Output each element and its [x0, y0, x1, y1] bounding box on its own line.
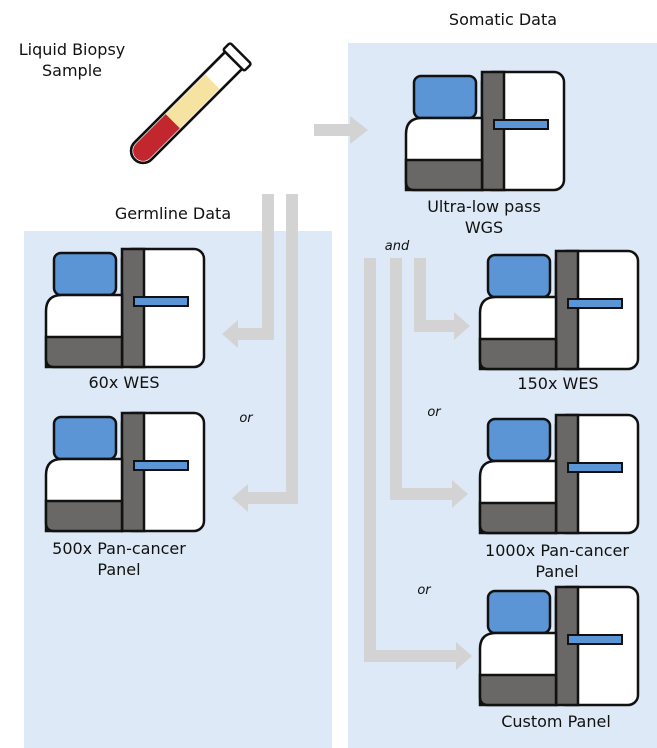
- germline-item-1-line1: 60x WES: [88, 373, 160, 392]
- sample-title-line2: Sample: [42, 61, 102, 80]
- germline-connectors: [222, 194, 298, 512]
- somatic-item-1-line1: 150x WES: [517, 374, 599, 393]
- somatic-or-connector-2: or: [417, 583, 431, 598]
- test-tube-icon: [129, 42, 252, 165]
- germline-item-1-label: 60x WES: [34, 372, 214, 393]
- germline-item-2-line2: Panel: [97, 560, 141, 579]
- somatic-or-connector-1: or: [427, 405, 441, 420]
- germline-or-connector: or: [239, 411, 253, 426]
- sample-title-line1: Liquid Biopsy: [18, 40, 126, 59]
- sequencer-icon: [44, 411, 206, 533]
- somatic-item-1-label: 150x WES: [468, 373, 648, 394]
- germline-item-2-label: 500x Pan-cancer Panel: [24, 538, 214, 580]
- sequencer-icon: [478, 413, 640, 535]
- somatic-item-2-line1: 1000x Pan-cancer: [485, 541, 629, 560]
- somatic-item-3-label: Custom Panel: [466, 711, 646, 732]
- arrow-to-somatic: [314, 116, 368, 144]
- germline-item-2-line1: 500x Pan-cancer: [52, 539, 186, 558]
- somatic-item-3-line1: Custom Panel: [501, 712, 611, 731]
- somatic-primary-line2: WGS: [464, 218, 504, 237]
- somatic-connectors: [364, 258, 472, 670]
- somatic-primary-line1: Ultra-low pass: [427, 197, 541, 216]
- somatic-title: Somatic Data: [448, 10, 558, 29]
- germline-title: Germline Data: [114, 204, 232, 223]
- sequencer-icon: [404, 70, 566, 192]
- somatic-item-2-line2: Panel: [535, 562, 579, 581]
- and-connector: and: [384, 239, 410, 254]
- sequencer-icon: [478, 585, 640, 707]
- somatic-primary-label: Ultra-low pass WGS: [394, 196, 574, 238]
- sequencer-icon: [44, 247, 206, 369]
- somatic-item-2-label: 1000x Pan-cancer Panel: [462, 540, 652, 582]
- sequencer-icon: [478, 249, 640, 371]
- sample-title: Liquid Biopsy Sample: [2, 39, 142, 81]
